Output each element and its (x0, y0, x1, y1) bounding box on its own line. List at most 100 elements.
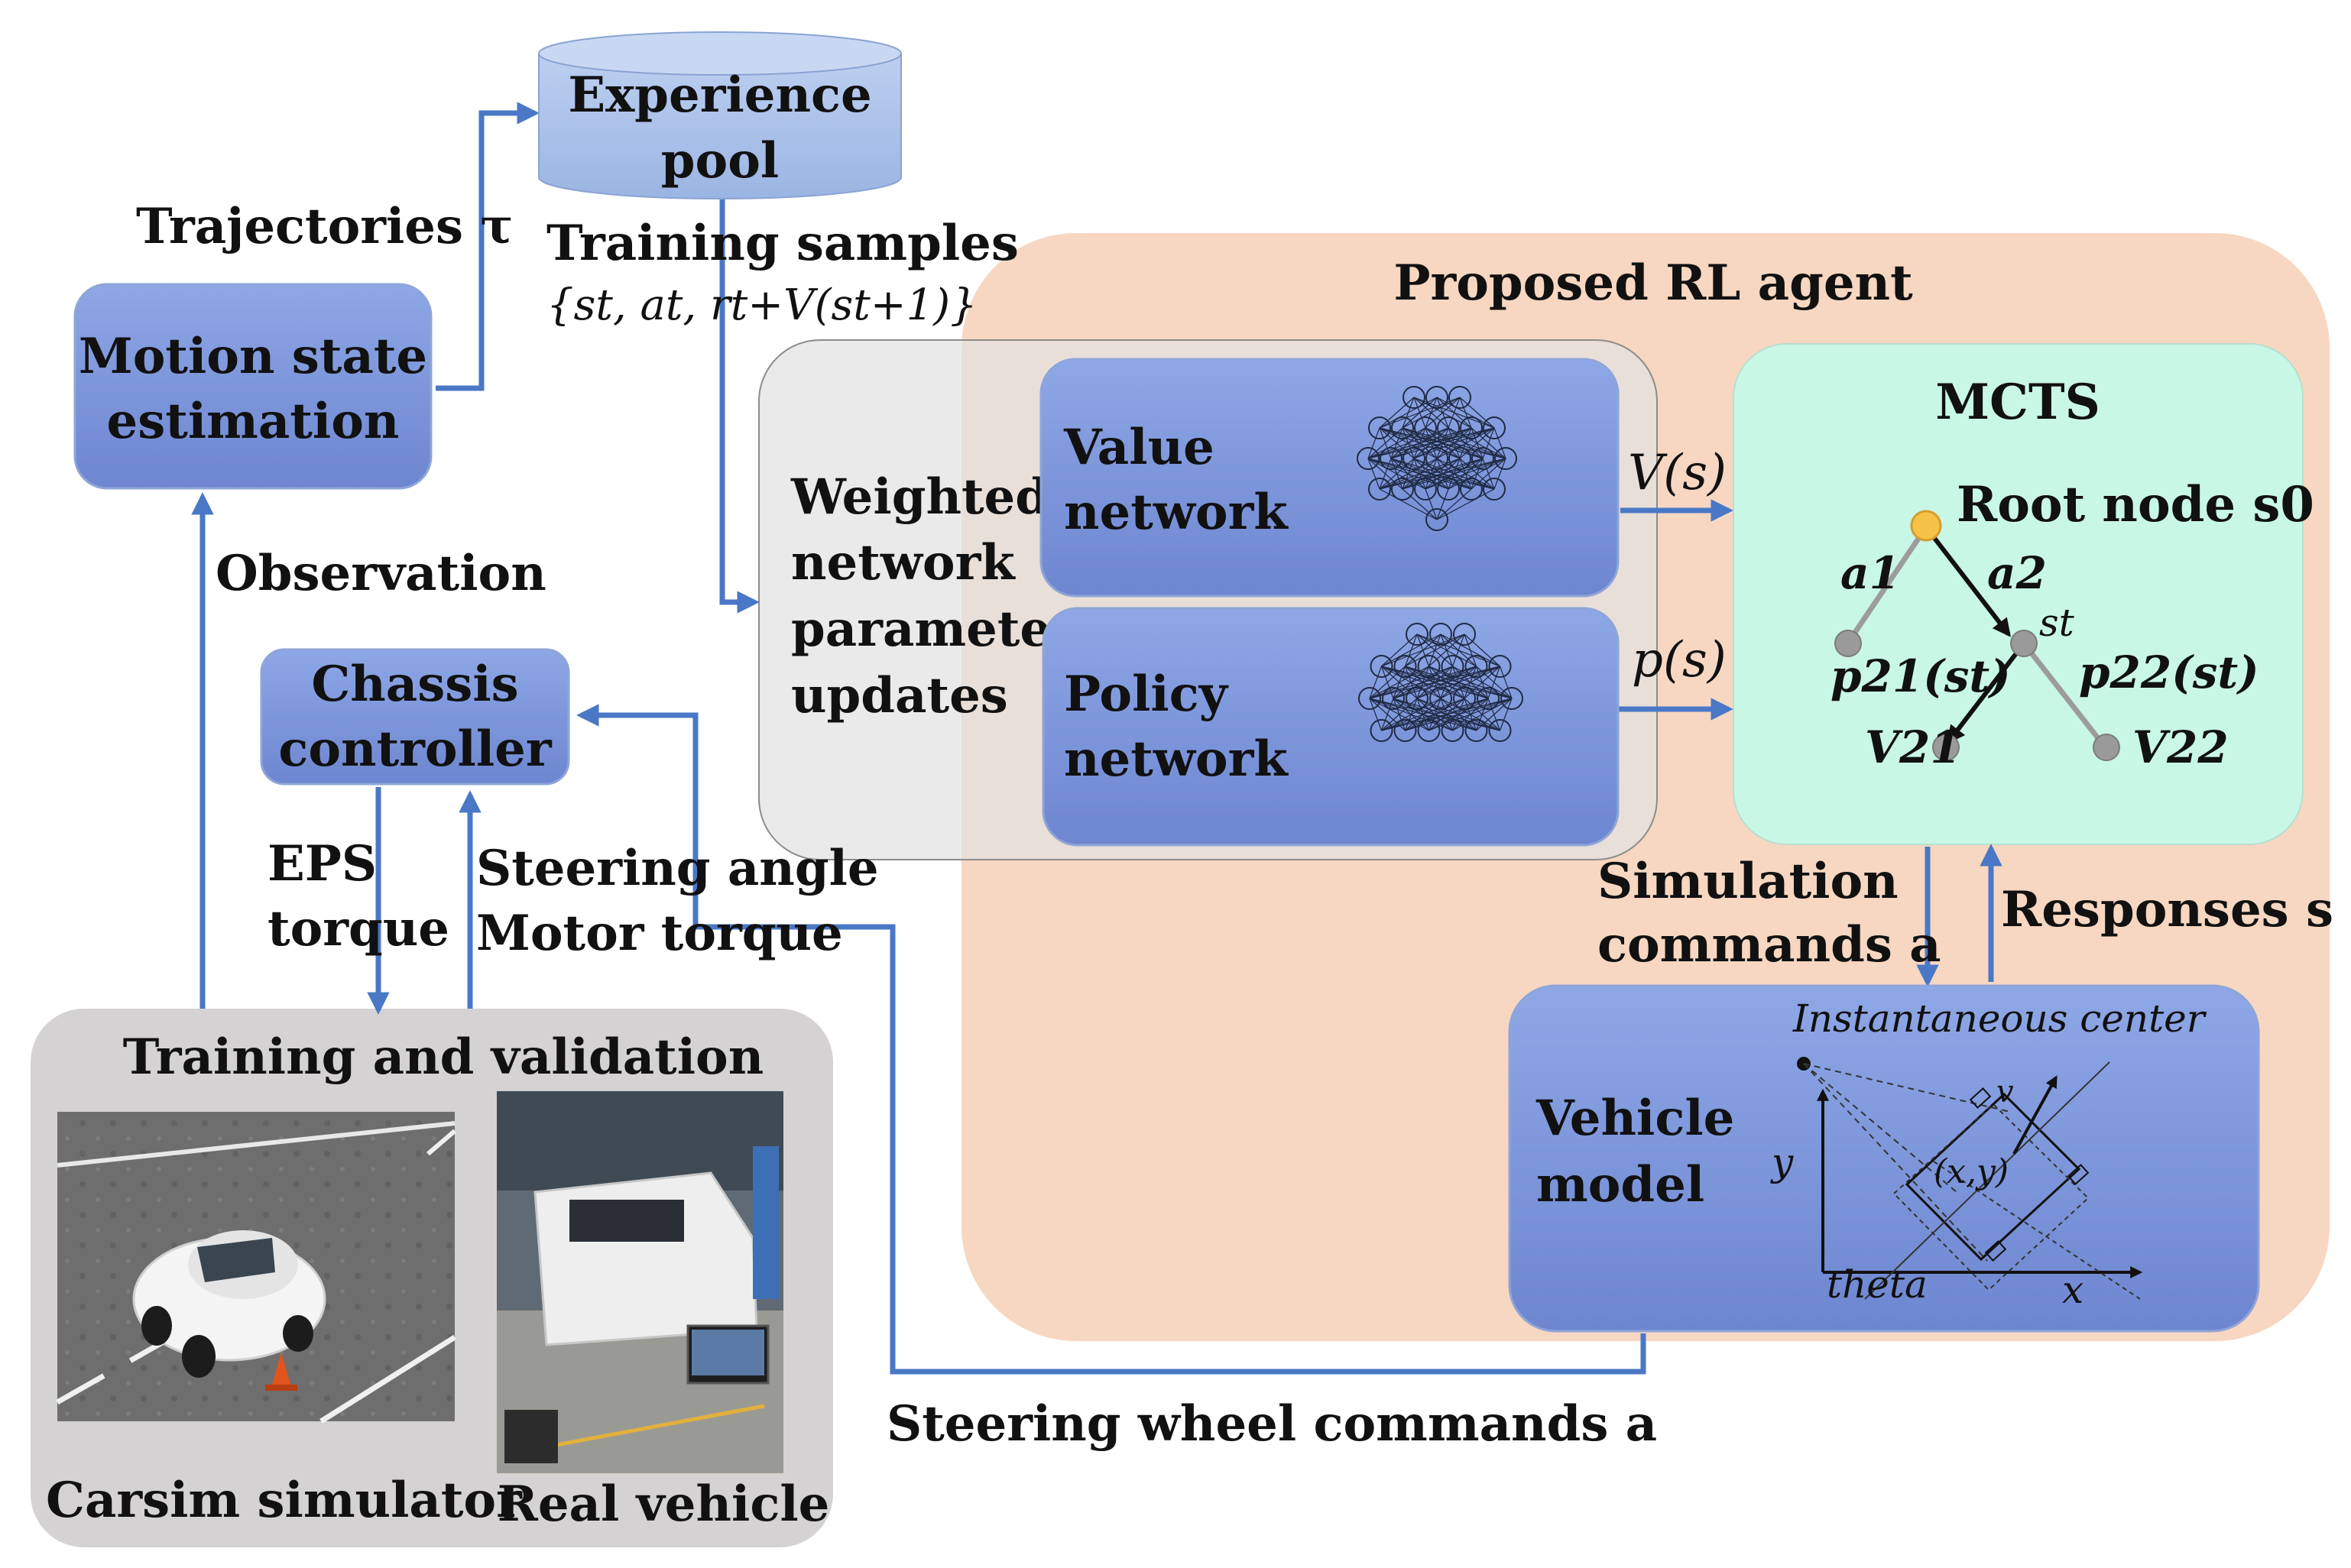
nn-connection (1369, 666, 1477, 699)
nn-connection (1459, 397, 1495, 429)
a1-label: a1 (1840, 547, 1900, 599)
real-vehicle-label: Real vehicle (498, 1476, 830, 1533)
nn-neuron (1441, 719, 1464, 742)
experience-pool-cylinder (538, 31, 902, 199)
nn-neuron (1448, 386, 1471, 409)
arrow-training-samples (719, 185, 760, 614)
policy-network-box (1042, 607, 1620, 847)
node-st (2010, 630, 2038, 657)
nn-connection (1379, 397, 1415, 429)
mcts-panel (1733, 343, 2304, 845)
nn-connection (1451, 633, 1465, 667)
motion-state-line1: Motion state (79, 328, 427, 385)
nn-neuron (1358, 687, 1381, 710)
nn-connection (1381, 698, 1418, 731)
training-samples-formula: {st, at, rt+V(st+1)} (546, 280, 978, 330)
real-vehicle-image (497, 1091, 783, 1473)
v22-label: V22 (2132, 721, 2229, 773)
policy-network-line1: Policy (1064, 666, 1229, 723)
nn-neuron (1406, 623, 1428, 646)
nn-neuron (1417, 719, 1441, 742)
mcts-title: MCTS (1935, 374, 2100, 431)
rl-agent-title: Proposed RL agent (1393, 254, 1913, 312)
arrow-trajectories (436, 102, 540, 391)
nn-neuron (1437, 478, 1460, 501)
nn-neuron (1402, 447, 1425, 470)
weighted-line1: Weighted (790, 468, 1049, 526)
vehicle-kinematics-sketch (1797, 1057, 2143, 1300)
eps-line2: torque (268, 900, 449, 957)
nn-neuron (1380, 447, 1402, 470)
nn-connection (1367, 427, 1472, 459)
nn-neuron (1425, 386, 1448, 409)
nn-neuron (1488, 655, 1512, 678)
nn-connection (1367, 458, 1380, 490)
experience-pool-line2: pool (661, 132, 779, 190)
nn-neuron (1391, 416, 1414, 439)
nn-neuron (1370, 719, 1393, 742)
xy-label: (x,y) (1934, 1152, 2009, 1191)
node-v21 (1932, 734, 1960, 761)
vehicle-model-line1: Vehicle (1535, 1090, 1734, 1147)
weighted-line3: parameter (791, 601, 1078, 658)
responses-label: Responses s (2001, 881, 2333, 938)
nn-connection (1425, 488, 1438, 520)
nn-connection (1499, 698, 1513, 731)
nn-neuron (1453, 687, 1476, 710)
root-node-label: Root node s0 (1957, 476, 2314, 533)
steering-motor-line2: Motor torque (476, 905, 843, 962)
nn-connection (1482, 427, 1495, 459)
nn-connection (1381, 698, 1489, 731)
nn-neuron (1370, 655, 1393, 678)
nn-neuron (1402, 386, 1425, 409)
value-network-box (1039, 358, 1620, 598)
edge-p22 (2022, 641, 2106, 747)
nn-neuron (1483, 478, 1506, 501)
nn-neuron (1382, 687, 1405, 710)
nn-neuron (1464, 655, 1488, 678)
simulation-commands-line2: commands a (1597, 916, 1941, 974)
nn-connection (1499, 666, 1513, 699)
value-network-line2: network (1064, 484, 1289, 541)
nn-connection (1464, 633, 1477, 667)
nn-connection (1379, 458, 1484, 490)
nn-neuron (1460, 416, 1483, 439)
nn-neuron (1453, 623, 1476, 646)
nn-neuron (1417, 655, 1441, 678)
nn-connection (1369, 698, 1383, 731)
nn-connection (1487, 666, 1501, 699)
nn-connection (1464, 666, 1500, 699)
instantaneous-center-label: Instantaneous center (1792, 996, 2207, 1041)
nn-connection (1379, 458, 1506, 490)
carsim-simulator-label: Carsim simulator (46, 1472, 523, 1529)
nn-neuron (1368, 478, 1391, 501)
observation-label: Observation (216, 545, 546, 602)
nn-connection (1367, 427, 1380, 459)
node-v22 (2093, 734, 2120, 761)
node-a1 (1834, 630, 1862, 657)
nn-neuron (1429, 623, 1452, 646)
nn-connection (1471, 458, 1506, 490)
nn-neuron (1441, 655, 1464, 678)
v21-label: V21 (1865, 721, 1961, 773)
nn-connection (1381, 633, 1418, 667)
motion-state-line2: estimation (107, 393, 400, 450)
steering-motor-line1: Steering angle (476, 840, 879, 897)
value-output-label: V(s) (1628, 445, 1727, 501)
nn-connection (1367, 427, 1495, 459)
nn-connection (1405, 698, 1513, 731)
carsim-simulator-image (56, 1112, 456, 1424)
nn-neuron (1393, 719, 1417, 742)
nn-connection (1436, 488, 1472, 520)
chassis-line2: controller (278, 721, 553, 778)
nn-connection (1369, 666, 1406, 699)
chassis-controller-box (260, 648, 570, 786)
nn-connection (1380, 698, 1394, 731)
nn-neuron (1406, 687, 1428, 710)
p22-label: p22(st) (2079, 646, 2259, 698)
weighted-line4: updates (791, 667, 1008, 724)
nn-connection (1381, 698, 1513, 731)
nn-connection (1369, 666, 1383, 699)
nn-connection (1436, 488, 1449, 520)
vehicle-model-box (1508, 984, 2260, 1333)
